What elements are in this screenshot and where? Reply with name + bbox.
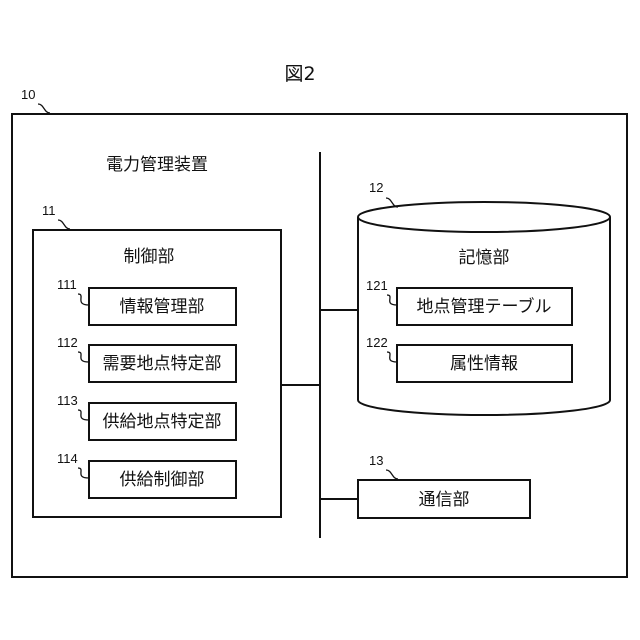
supply-control-label: 供給制御部 — [120, 470, 205, 490]
storage-ref: 12 — [369, 180, 383, 195]
info-mgmt-label: 情報管理部 — [120, 297, 205, 317]
demand-point-ref: 112 — [57, 335, 78, 350]
device-leader — [38, 104, 50, 113]
attribute-info-ref: 122 — [366, 335, 388, 350]
demand-point-label: 需要地点特定部 — [103, 354, 222, 374]
point-table-ref: 121 — [366, 278, 388, 293]
comm-ref: 13 — [369, 453, 383, 468]
comm-label: 通信部 — [419, 490, 470, 510]
storage-label: 記憶部 — [459, 248, 510, 268]
supply-point-ref: 113 — [57, 393, 78, 408]
supply-point-label: 供給地点特定部 — [103, 412, 222, 432]
control-label: 制御部 — [124, 247, 175, 267]
control-ref: 11 — [42, 203, 56, 218]
device-label: 電力管理装置 — [106, 155, 208, 175]
point-table-label: 地点管理テーブル — [417, 296, 552, 317]
supply-control-ref: 114 — [57, 451, 78, 466]
attribute-info-label: 属性情報 — [450, 354, 518, 374]
info-mgmt-ref: 111 — [57, 277, 77, 292]
figure-title: 図2 — [284, 63, 315, 85]
device-ref: 10 — [21, 87, 35, 102]
